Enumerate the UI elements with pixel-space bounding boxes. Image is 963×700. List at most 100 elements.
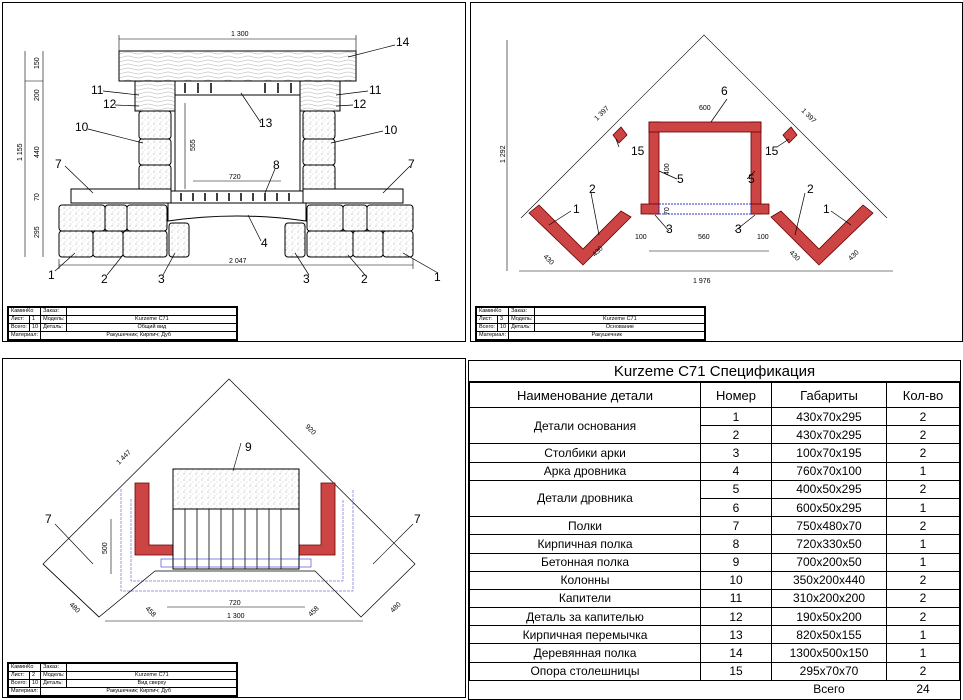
spec-part-qty: 2	[886, 443, 960, 463]
dim-430-a: 430	[542, 253, 555, 266]
tb-total-no: 10	[28, 679, 42, 688]
tb-sheet-label: Лист:	[8, 315, 30, 324]
label-11-right: 11	[369, 83, 382, 97]
spec-title: Kurzeme C71 Спецификация	[469, 361, 960, 382]
spec-part-number: 1	[700, 406, 772, 427]
dim-1447: 1 447	[115, 449, 132, 466]
dim-150: 150	[34, 57, 41, 69]
spec-part-qty: 1	[886, 497, 960, 518]
sheet-top-view: 1 447 920 500 480 458 720 458 480 1 300 …	[2, 358, 466, 698]
label-5-right: 5	[748, 172, 755, 186]
tb-sheet-label: Лист:	[8, 671, 30, 680]
dim-480-right: 480	[389, 601, 402, 614]
label-3-right: 3	[735, 222, 742, 236]
label-2-left: 2	[101, 272, 108, 286]
spec-part-qty: 2	[886, 516, 960, 536]
dim-430-d: 430	[847, 249, 860, 262]
sheet-base-view: 600 1 397 1 397 1 292 400 70 100 560 100…	[470, 2, 963, 342]
spec-part-number: 14	[700, 643, 772, 663]
tb-total-label: Всего:	[476, 323, 498, 332]
tb-total-label: Всего:	[8, 323, 30, 332]
label-4: 4	[261, 236, 268, 250]
tb-model: Kurzeme C71	[534, 315, 706, 324]
spec-part-dimensions: 750x480x70	[771, 516, 887, 536]
label-10-left: 10	[75, 120, 89, 134]
tb-order-label: Заказ:	[508, 307, 536, 316]
spec-part-dimensions: 190x50x200	[771, 607, 887, 627]
label-1-left: 1	[48, 268, 55, 282]
spec-table: Наименование детали Номер Габариты Кол-в…	[469, 382, 960, 698]
dim-1976: 1 976	[693, 278, 711, 285]
spec-part-name: Опора столешницы	[469, 661, 701, 681]
tb-material-label: Материал:	[7, 687, 42, 696]
spec-header-qty: Кол-во	[886, 382, 960, 408]
tb-detail-label: Деталь:	[40, 323, 68, 332]
spec-part-name: Полки	[469, 516, 701, 536]
spec-part-qty: 2	[886, 570, 960, 590]
dim-1300: 1 300	[227, 613, 245, 620]
brick-lintel	[174, 80, 301, 96]
spec-part-number: 7	[700, 516, 772, 536]
dim-440: 440	[34, 146, 41, 158]
tb-sheet-no: 3	[496, 315, 510, 324]
spec-part-dimensions: 400x50x295	[771, 479, 887, 499]
dim-500: 500	[102, 542, 109, 554]
label-9: 9	[245, 440, 252, 454]
dim-70: 70	[34, 193, 41, 201]
spec-part-qty: 2	[886, 479, 960, 499]
base-view-drawing: 600 1 397 1 397 1 292 400 70 100 560 100…	[500, 34, 893, 285]
spec-part-qty: 2	[886, 588, 960, 609]
spec-header-number: Номер	[700, 382, 772, 408]
tb-company: КаминКо	[7, 307, 42, 316]
label-15-right: 15	[765, 144, 779, 158]
top-view-drawing: 1 447 920 500 480 458 720 458 480 1 300 …	[42, 378, 421, 622]
tb-detail-label: Деталь:	[40, 679, 68, 688]
tb-model: Kurzeme C71	[66, 315, 238, 324]
spec-total-label: Всего	[813, 682, 845, 697]
dim-480-left: 480	[68, 601, 81, 614]
dim-430-c: 430	[788, 249, 801, 262]
label-12-left: 12	[103, 97, 117, 111]
shelf-7-right	[302, 188, 404, 204]
dim-100-left: 100	[635, 234, 647, 241]
spec-part-number: 15	[700, 661, 772, 681]
dim-600: 600	[699, 105, 711, 112]
tb-sheet-no: 1	[28, 315, 42, 324]
spec-part-number: 8	[700, 534, 772, 554]
sheet-front-view: 1 300 720 2 047 150 200 440 70 295 1 155…	[2, 2, 466, 342]
spec-part-name: Детали основания	[469, 406, 701, 445]
tb-detail-label: Деталь:	[508, 323, 536, 332]
dim-560: 560	[698, 234, 710, 241]
dim-base-width: 2 047	[229, 258, 247, 265]
dim-920: 920	[304, 423, 317, 436]
spec-part-qty: 1	[886, 552, 960, 572]
spec-part-dimensions: 100x70x195	[771, 443, 887, 463]
label-7-right: 7	[414, 512, 421, 526]
spec-part-dimensions: 430x70x295	[771, 425, 887, 445]
spec-part-number: 6	[700, 497, 772, 518]
dim-200: 200	[34, 89, 41, 101]
label-8: 8	[273, 158, 280, 172]
label-2-right: 2	[807, 182, 814, 196]
tb-material-label: Материал:	[7, 331, 42, 340]
tb-order-label: Заказ:	[40, 663, 68, 672]
spec-part-number: 13	[700, 625, 772, 645]
label-3-right: 3	[303, 272, 310, 286]
spec-part-qty: 2	[886, 607, 960, 627]
tb-material-label: Материал:	[475, 331, 510, 340]
spec-part-dimensions: 350x200x440	[771, 570, 887, 590]
spec-part-qty: 1	[886, 643, 960, 663]
spec-part-number: 2	[700, 425, 772, 445]
spec-part-qty: 1	[886, 534, 960, 554]
capital-right	[299, 80, 341, 112]
